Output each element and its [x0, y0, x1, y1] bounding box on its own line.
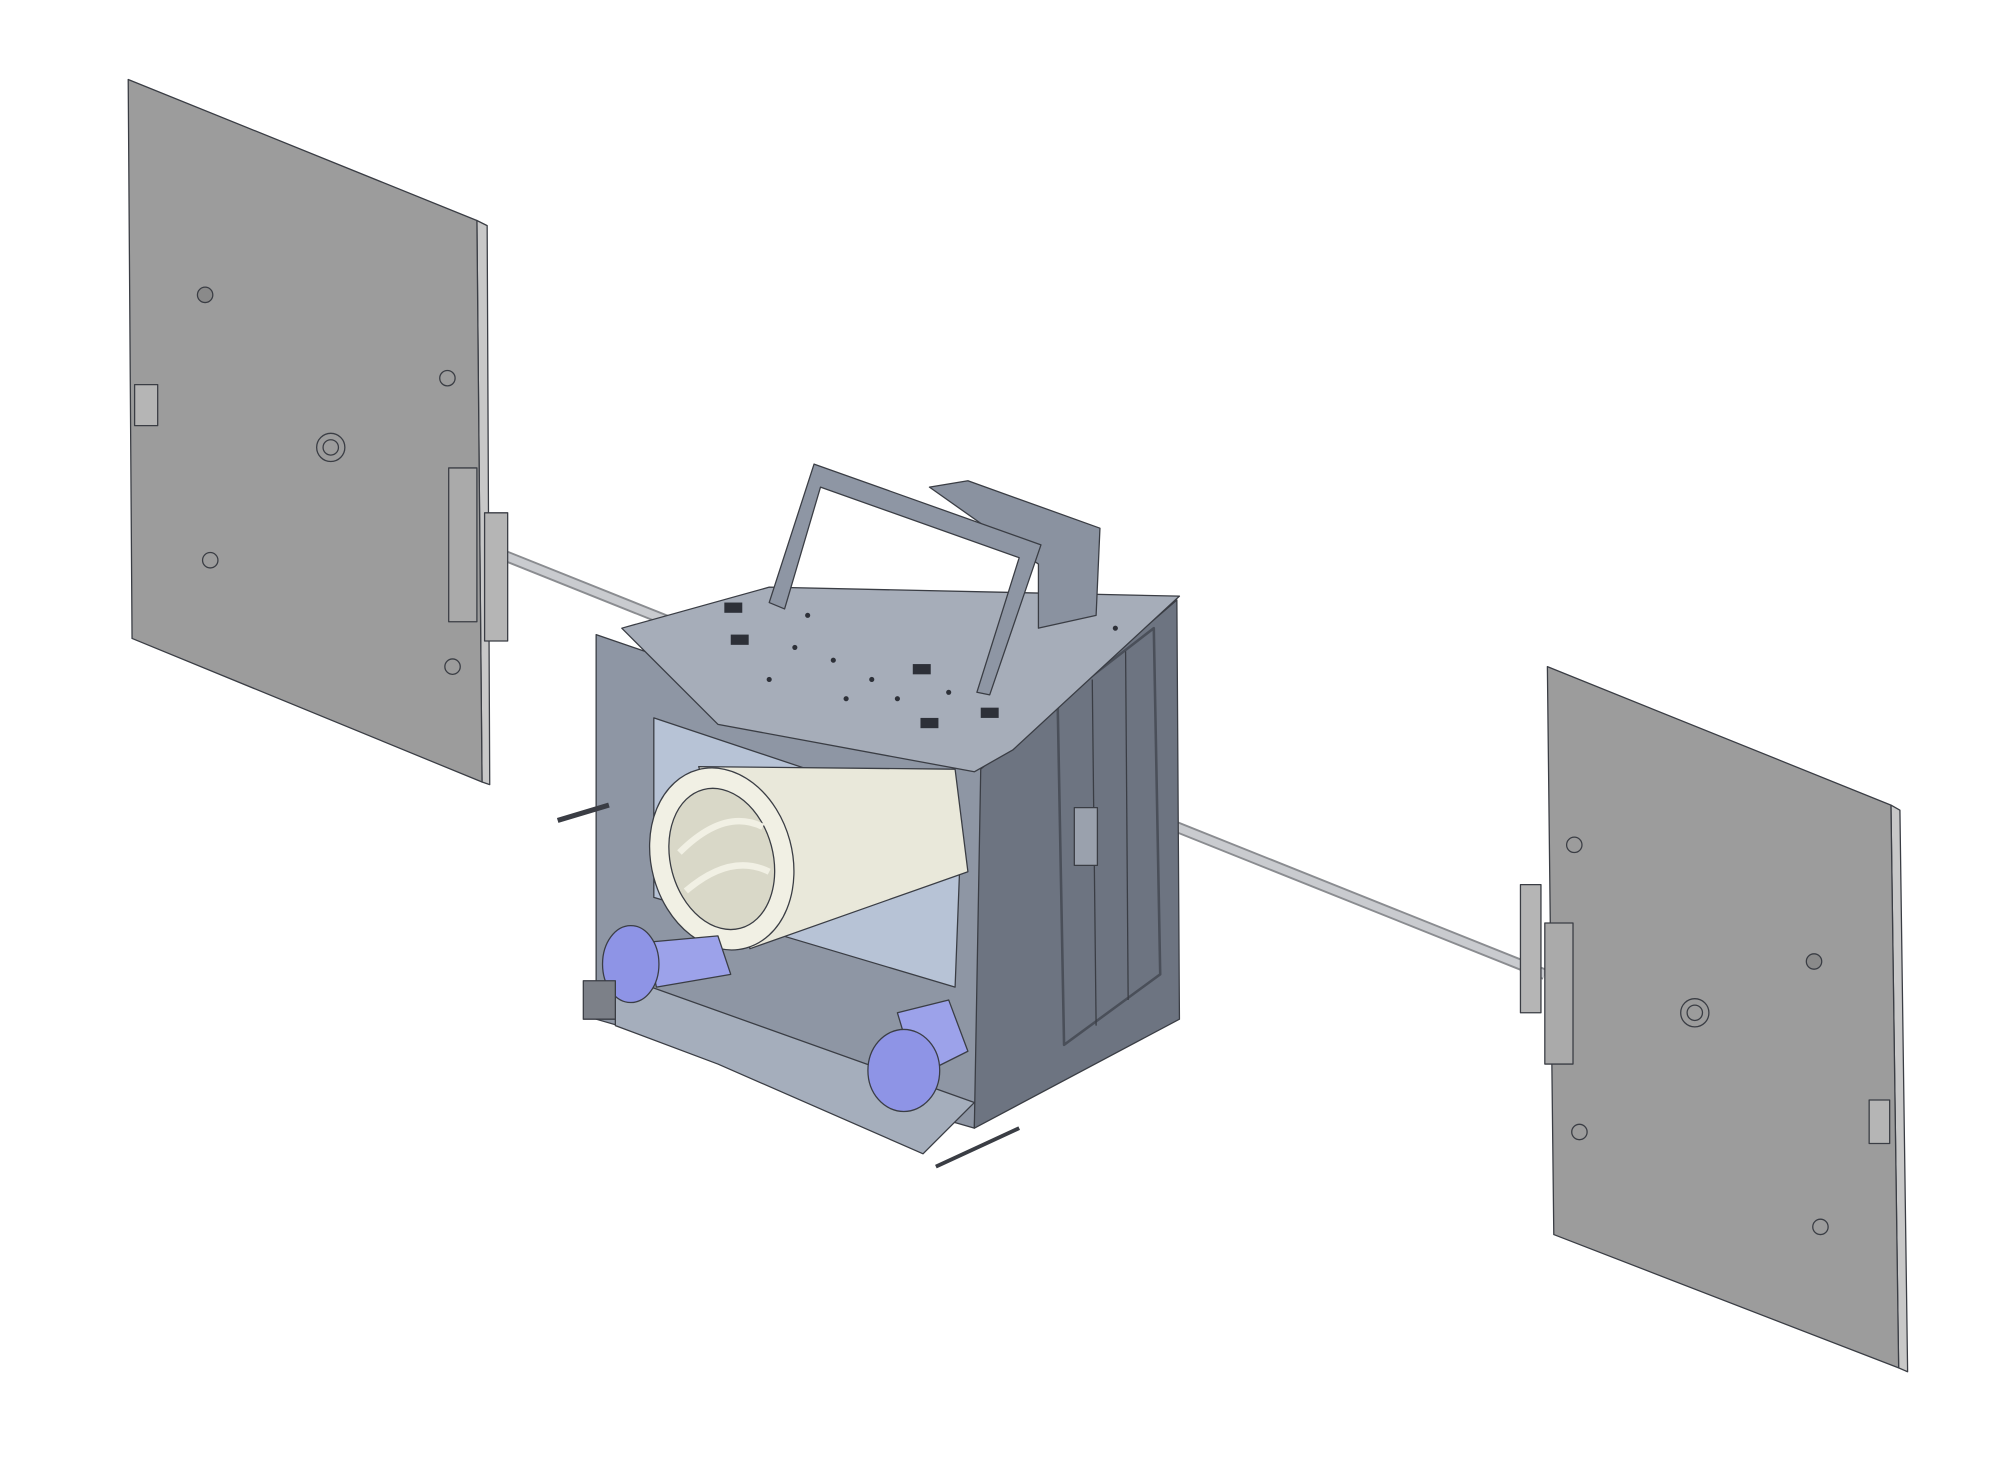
right-solar-panel — [1519, 665, 1909, 1373]
top-plate — [621, 586, 1181, 773]
right-thruster — [867, 999, 1020, 1169]
handle-frame — [768, 463, 1042, 696]
left-thruster — [582, 924, 732, 1020]
instrument-box — [928, 480, 1101, 629]
left-solar-panel — [127, 78, 509, 786]
satellite-bus — [556, 463, 1181, 1155]
optical-cylinder — [648, 765, 969, 951]
